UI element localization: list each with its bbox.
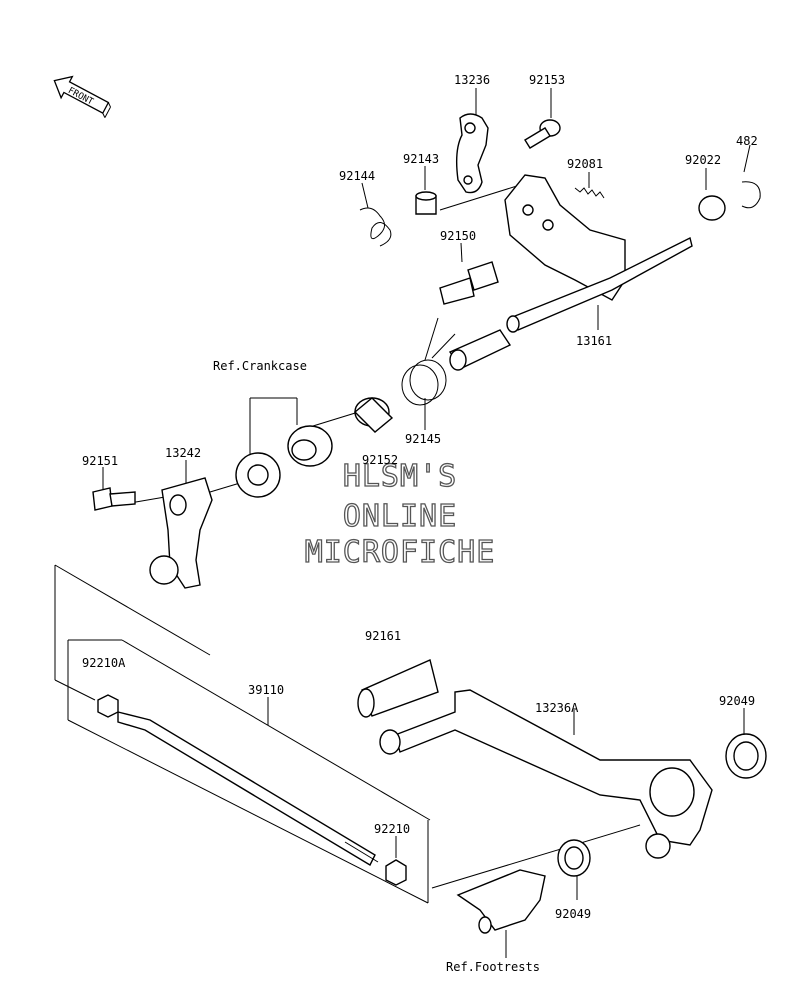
label-92210: 92210 [374,822,410,836]
label-92153: 92153 [529,73,565,87]
label-92144: 92144 [339,169,375,183]
part-labels: 13236 92153 92143 92144 92081 92022 482 … [82,73,758,974]
shift-arm-assembly [504,174,626,301]
spring-92081 [574,187,605,199]
label-13242: 13242 [165,446,201,460]
label-92145: 92145 [405,432,441,446]
footrest-bracket [456,869,546,934]
washer-92022 [698,195,726,221]
watermark-line-3: MICROFICHE [305,535,496,570]
label-13161: 13161 [576,334,612,348]
label-92049-top: 92049 [719,694,755,708]
collar-sleeve [353,397,394,433]
label-92210a: 92210A [82,656,126,670]
needle-bearing-92152 [287,425,333,467]
label-92143: 92143 [403,152,439,166]
label-92081: 92081 [567,157,603,171]
shift-rod-39110 [117,711,379,866]
label-482: 482 [736,134,758,148]
bolt-92153 [524,119,561,149]
label-92022: 92022 [685,153,721,167]
lever-13242 [149,477,213,589]
shift-pedal-13236a [379,689,713,859]
washer-92049-top [725,733,767,779]
gear-shift-lever-13236 [455,113,489,194]
rubber-92161 [357,659,439,718]
return-spring-92145 [401,317,456,406]
label-92049-bottom: 92049 [555,907,591,921]
label-ref-crankcase: Ref.Crankcase [213,359,307,373]
nut-92210a [97,694,119,718]
label-92152: 92152 [362,453,398,467]
label-13236: 13236 [454,73,490,87]
front-arrow-icon: FRONT [53,75,111,118]
watermark-line-2: ONLINE [343,499,457,534]
label-39110: 39110 [248,683,284,697]
circlip-482 [741,181,761,209]
oil-seal [235,452,281,498]
watermark: HLSM'S ONLINE MICROFICHE [304,458,496,570]
label-92151: 92151 [82,454,118,468]
label-92150: 92150 [440,229,476,243]
shaft-end-splined [448,329,512,371]
nut-92210 [385,859,407,886]
label-92161: 92161 [365,629,401,643]
label-13236a: 13236A [535,701,579,715]
watermark-line-1: HLSM'S [343,459,457,494]
spring-92144 [359,207,392,247]
washer-92049-bottom [557,839,591,877]
bolt-92150 [439,261,499,305]
label-ref-footrests: Ref.Footrests [446,960,540,974]
bolt-92151 [92,487,136,511]
collar-92143 [415,191,437,215]
shift-shaft-13161 [506,236,693,333]
